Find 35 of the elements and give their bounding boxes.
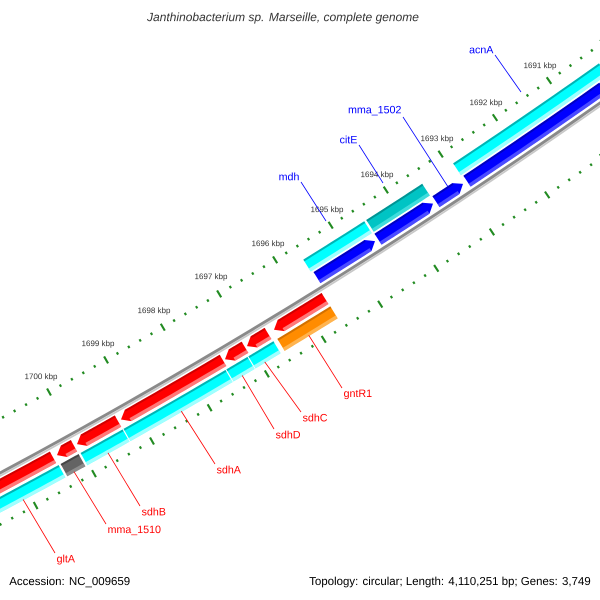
tick-label: 1697 kbp	[195, 273, 228, 281]
tick-label: 1694 kbp	[361, 171, 394, 179]
tick-label: 1698 kbp	[138, 307, 170, 315]
tick-label: 1691 kbp	[524, 62, 556, 70]
tick-label: 1692 kbp	[470, 99, 502, 107]
gene-label: citE	[340, 136, 357, 144]
gene-label: sdhB	[142, 508, 166, 516]
gene-label: gltA	[57, 554, 75, 565]
title: Janthinobacterium sp. Marseille, complete genome	[147, 12, 418, 24]
leader-line	[358, 144, 384, 184]
leader-line	[308, 334, 342, 388]
gene-label: mma_1510	[108, 526, 161, 536]
leader-line	[242, 375, 274, 430]
gene-bar	[432, 183, 463, 208]
leader-line	[74, 471, 106, 524]
leader-line	[22, 499, 56, 554]
leader-line	[180, 410, 216, 464]
leader-line	[300, 182, 326, 222]
accession-text: Accession: NC_009659	[9, 576, 130, 588]
gene-label: mma_1502	[348, 106, 401, 116]
leader-line	[108, 452, 140, 506]
gene-label: mdh	[279, 172, 299, 180]
tick-label: 1696 kbp	[252, 240, 284, 248]
gene-label: sdhC	[302, 414, 328, 422]
gene-label: acnA	[470, 46, 494, 54]
gene-label: sdhD	[276, 430, 300, 438]
tick-label: 1699 kbp	[82, 340, 114, 348]
leader-line	[402, 116, 448, 188]
tick-label: 1693 kbp	[421, 135, 454, 143]
genome-info-text: Topology: circular; Length: 4,110,251 bp; Genes: 3,749	[309, 576, 590, 588]
leader-line	[264, 362, 302, 412]
gene-label: sdhA	[216, 466, 241, 474]
tick-label: 1700 kbp	[25, 373, 58, 381]
leader-line	[494, 54, 522, 92]
gene-label: gntR1	[344, 390, 372, 400]
